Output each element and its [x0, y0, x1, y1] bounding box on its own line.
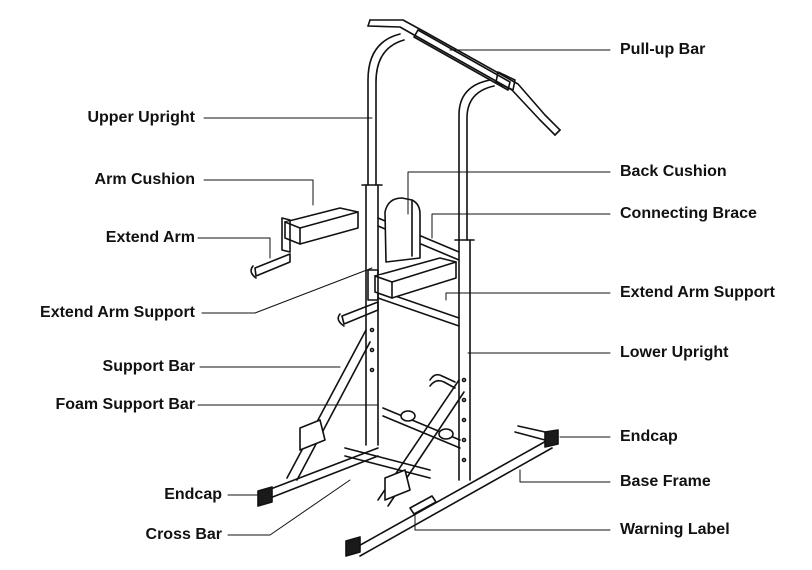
- foam-support-bar: [382, 373, 461, 449]
- leader-lines: [197, 49, 611, 536]
- pull-up-bar: [367, 19, 561, 136]
- support-bars: [286, 329, 465, 507]
- label-extend-arm-support-right: Extend Arm Support: [620, 284, 775, 301]
- label-warning-label: Warning Label: [620, 521, 730, 538]
- label-pull-up-bar: Pull-up Bar: [620, 41, 706, 58]
- label-endcap-right: Endcap: [620, 428, 678, 445]
- label-back-cushion: Back Cushion: [620, 163, 727, 180]
- label-endcap-left: Endcap: [164, 486, 222, 503]
- back-cushion: [384, 197, 421, 263]
- label-upper-upright: Upper Upright: [87, 109, 195, 126]
- endcaps: [257, 429, 559, 557]
- cross-bar: [344, 447, 431, 479]
- label-extend-arm: Extend Arm: [105, 229, 195, 246]
- label-foam-support-bar: Foam Support Bar: [55, 396, 195, 413]
- label-base-frame: Base Frame: [620, 473, 711, 490]
- label-connecting-brace: Connecting Brace: [620, 205, 757, 222]
- arm-cushions: [284, 207, 457, 299]
- label-cross-bar: Cross Bar: [145, 526, 222, 543]
- label-lower-upright: Lower Upright: [620, 344, 729, 361]
- label-extend-arm-support-left: Extend Arm Support: [40, 304, 195, 321]
- label-arm-cushion: Arm Cushion: [94, 171, 195, 188]
- base-frame: [267, 419, 553, 557]
- extend-arms: [250, 217, 379, 327]
- upper-uprights: [367, 33, 495, 241]
- label-support-bar: Support Bar: [102, 358, 195, 375]
